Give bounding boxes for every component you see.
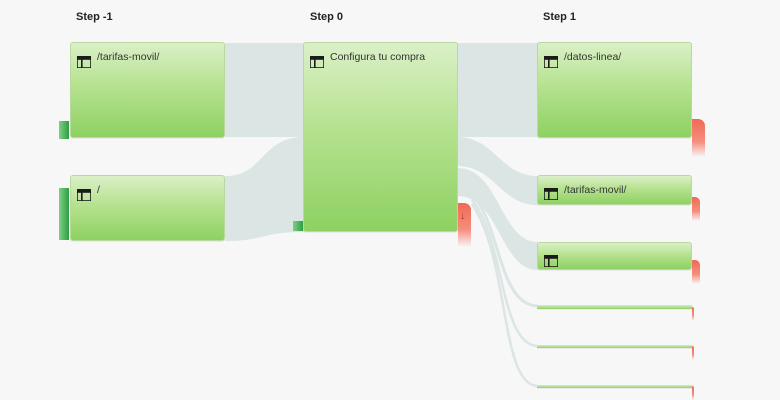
exit-bar-unnamed-next[interactable] (692, 260, 700, 284)
entry-bar-tarifas (59, 121, 69, 139)
flow-configura-to-datos-linea (457, 43, 538, 137)
flow-root-to-configura (225, 137, 305, 241)
node-root-prev[interactable]: / (70, 175, 225, 241)
exit-bar-thin-3 (692, 386, 694, 400)
node-label: /datos-linea/ (564, 51, 622, 63)
down-arrow-icon: ↓ (460, 211, 465, 222)
entry-bar-configura (293, 221, 303, 231)
node-label: / (97, 184, 100, 196)
entry-bar-root (59, 188, 69, 240)
page-layout-icon (76, 55, 92, 69)
exit-bar-thin-1 (692, 307, 694, 321)
step-label-0: Step 0 (310, 11, 344, 23)
node-label: Configura tu compra (330, 51, 426, 63)
exit-bar-thin-2 (692, 346, 694, 360)
flow-thin-3 (470, 203, 539, 388)
node-label: /tarifas-movil/ (564, 184, 627, 196)
page-layout-icon (309, 55, 325, 69)
flow-thin-2 (471, 199, 539, 348)
flow-thin-1 (470, 194, 539, 308)
flow-configura-to-tarifas (457, 137, 538, 205)
flow-tarifas-to-configura (225, 43, 305, 137)
exit-bar-configura[interactable]: ↓ (458, 203, 471, 247)
page-layout-icon (543, 187, 559, 201)
node-label: /tarifas-movil/ (97, 51, 160, 63)
page-layout-icon (76, 188, 92, 202)
node-thin-3[interactable] (537, 385, 692, 388)
node-datos-linea[interactable]: /datos-linea/ (537, 42, 692, 138)
node-tarifas-movil-next[interactable]: /tarifas-movil/ (537, 175, 692, 205)
flow-configura-to-unnamed (457, 168, 538, 270)
node-tarifas-movil-prev[interactable]: /tarifas-movil/ (70, 42, 225, 138)
node-thin-2[interactable] (537, 345, 692, 348)
node-unnamed-next[interactable] (537, 242, 692, 270)
page-layout-icon (543, 55, 559, 69)
exit-bar-tarifas-movil-next[interactable] (692, 197, 700, 221)
step-label-1: Step 1 (543, 11, 577, 23)
page-layout-icon (543, 254, 559, 268)
exit-bar-datos-linea[interactable] (692, 119, 705, 157)
node-thin-1[interactable] (537, 305, 692, 309)
node-configura-tu-compra[interactable]: Configura tu compra (303, 42, 458, 232)
step-label-minus-1: Step -1 (76, 11, 113, 23)
